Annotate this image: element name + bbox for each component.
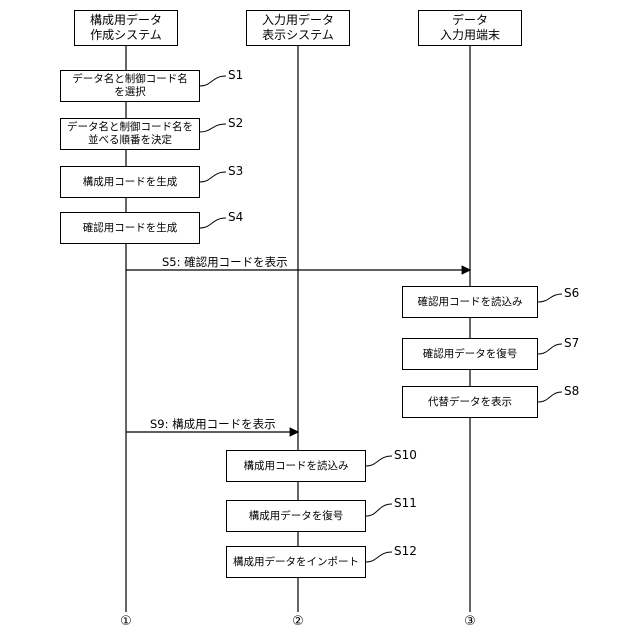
step-text: 確認用コードを生成: [63, 222, 197, 235]
step-label-s1: S1: [228, 68, 243, 82]
message-label-s5: S5: 確認用コードを表示: [162, 254, 288, 270]
step-text: 構成用コードを読込み: [229, 460, 363, 473]
step-label-s11: S11: [394, 496, 417, 510]
actor-config-data-system: 構成用データ 作成システム: [74, 10, 178, 46]
leader-s1: [200, 76, 226, 86]
step-text: 構成用コードを生成: [63, 176, 197, 189]
step-text: 確認用コードを読込み: [405, 296, 535, 309]
leader-s7: [538, 344, 562, 354]
actor-label-line2: 表示システム: [247, 28, 349, 43]
actor-label-line1: 構成用データ: [75, 13, 177, 28]
actor-label-line1: 入力用データ: [247, 13, 349, 28]
actor-label-line2: 入力用端末: [419, 28, 521, 43]
leader-s8: [538, 392, 562, 402]
step-box-s6: 確認用コードを読込み: [402, 286, 538, 318]
step-box-s10: 構成用コードを読込み: [226, 450, 366, 482]
step-text: 構成用データを復号: [229, 510, 363, 523]
lifeline-end-mark-1: ①: [116, 614, 136, 629]
step-box-s12: 構成用データをインポート: [226, 546, 366, 578]
step-box-s7: 確認用データを復号: [402, 338, 538, 370]
step-box-s1: データ名と制御コード名 を選択: [60, 70, 200, 102]
leader-s11: [366, 504, 392, 516]
step-text-line1: データ名と制御コード名: [63, 73, 197, 86]
step-text-line1: データ名と制御コード名を: [63, 121, 197, 134]
leader-s4: [200, 218, 226, 228]
step-text-line2: 並べる順番を決定: [63, 134, 197, 147]
step-box-s2: データ名と制御コード名を 並べる順番を決定: [60, 118, 200, 150]
step-box-s11: 構成用データを復号: [226, 500, 366, 532]
step-text: 代替データを表示: [405, 396, 535, 409]
step-label-s3: S3: [228, 164, 243, 178]
step-text: 確認用データを復号: [405, 348, 535, 361]
lifeline-end-mark-2: ②: [288, 614, 308, 629]
step-label-s2: S2: [228, 116, 243, 130]
step-label-s10: S10: [394, 448, 417, 462]
step-label-s4: S4: [228, 210, 243, 224]
leader-s12: [366, 552, 392, 562]
message-label-s9: S9: 構成用コードを表示: [150, 416, 276, 432]
step-box-s3: 構成用コードを生成: [60, 166, 200, 198]
lifeline-end-mark-3: ③: [460, 614, 480, 629]
step-label-s12: S12: [394, 544, 417, 558]
step-label-s8: S8: [564, 384, 579, 398]
leader-s2: [200, 124, 226, 132]
actor-input-display-system: 入力用データ 表示システム: [246, 10, 350, 46]
step-label-s7: S7: [564, 336, 579, 350]
step-text: 構成用データをインポート: [229, 556, 363, 569]
actor-label-line1: データ: [419, 13, 521, 28]
leader-s6: [538, 294, 562, 302]
step-text-line2: を選択: [63, 86, 197, 99]
step-box-s8: 代替データを表示: [402, 386, 538, 418]
step-box-s4: 確認用コードを生成: [60, 212, 200, 244]
actor-label-line2: 作成システム: [75, 28, 177, 43]
leader-s3: [200, 172, 226, 182]
leader-s10: [366, 456, 392, 466]
actor-data-input-terminal: データ 入力用端末: [418, 10, 522, 46]
step-label-s6: S6: [564, 286, 579, 300]
